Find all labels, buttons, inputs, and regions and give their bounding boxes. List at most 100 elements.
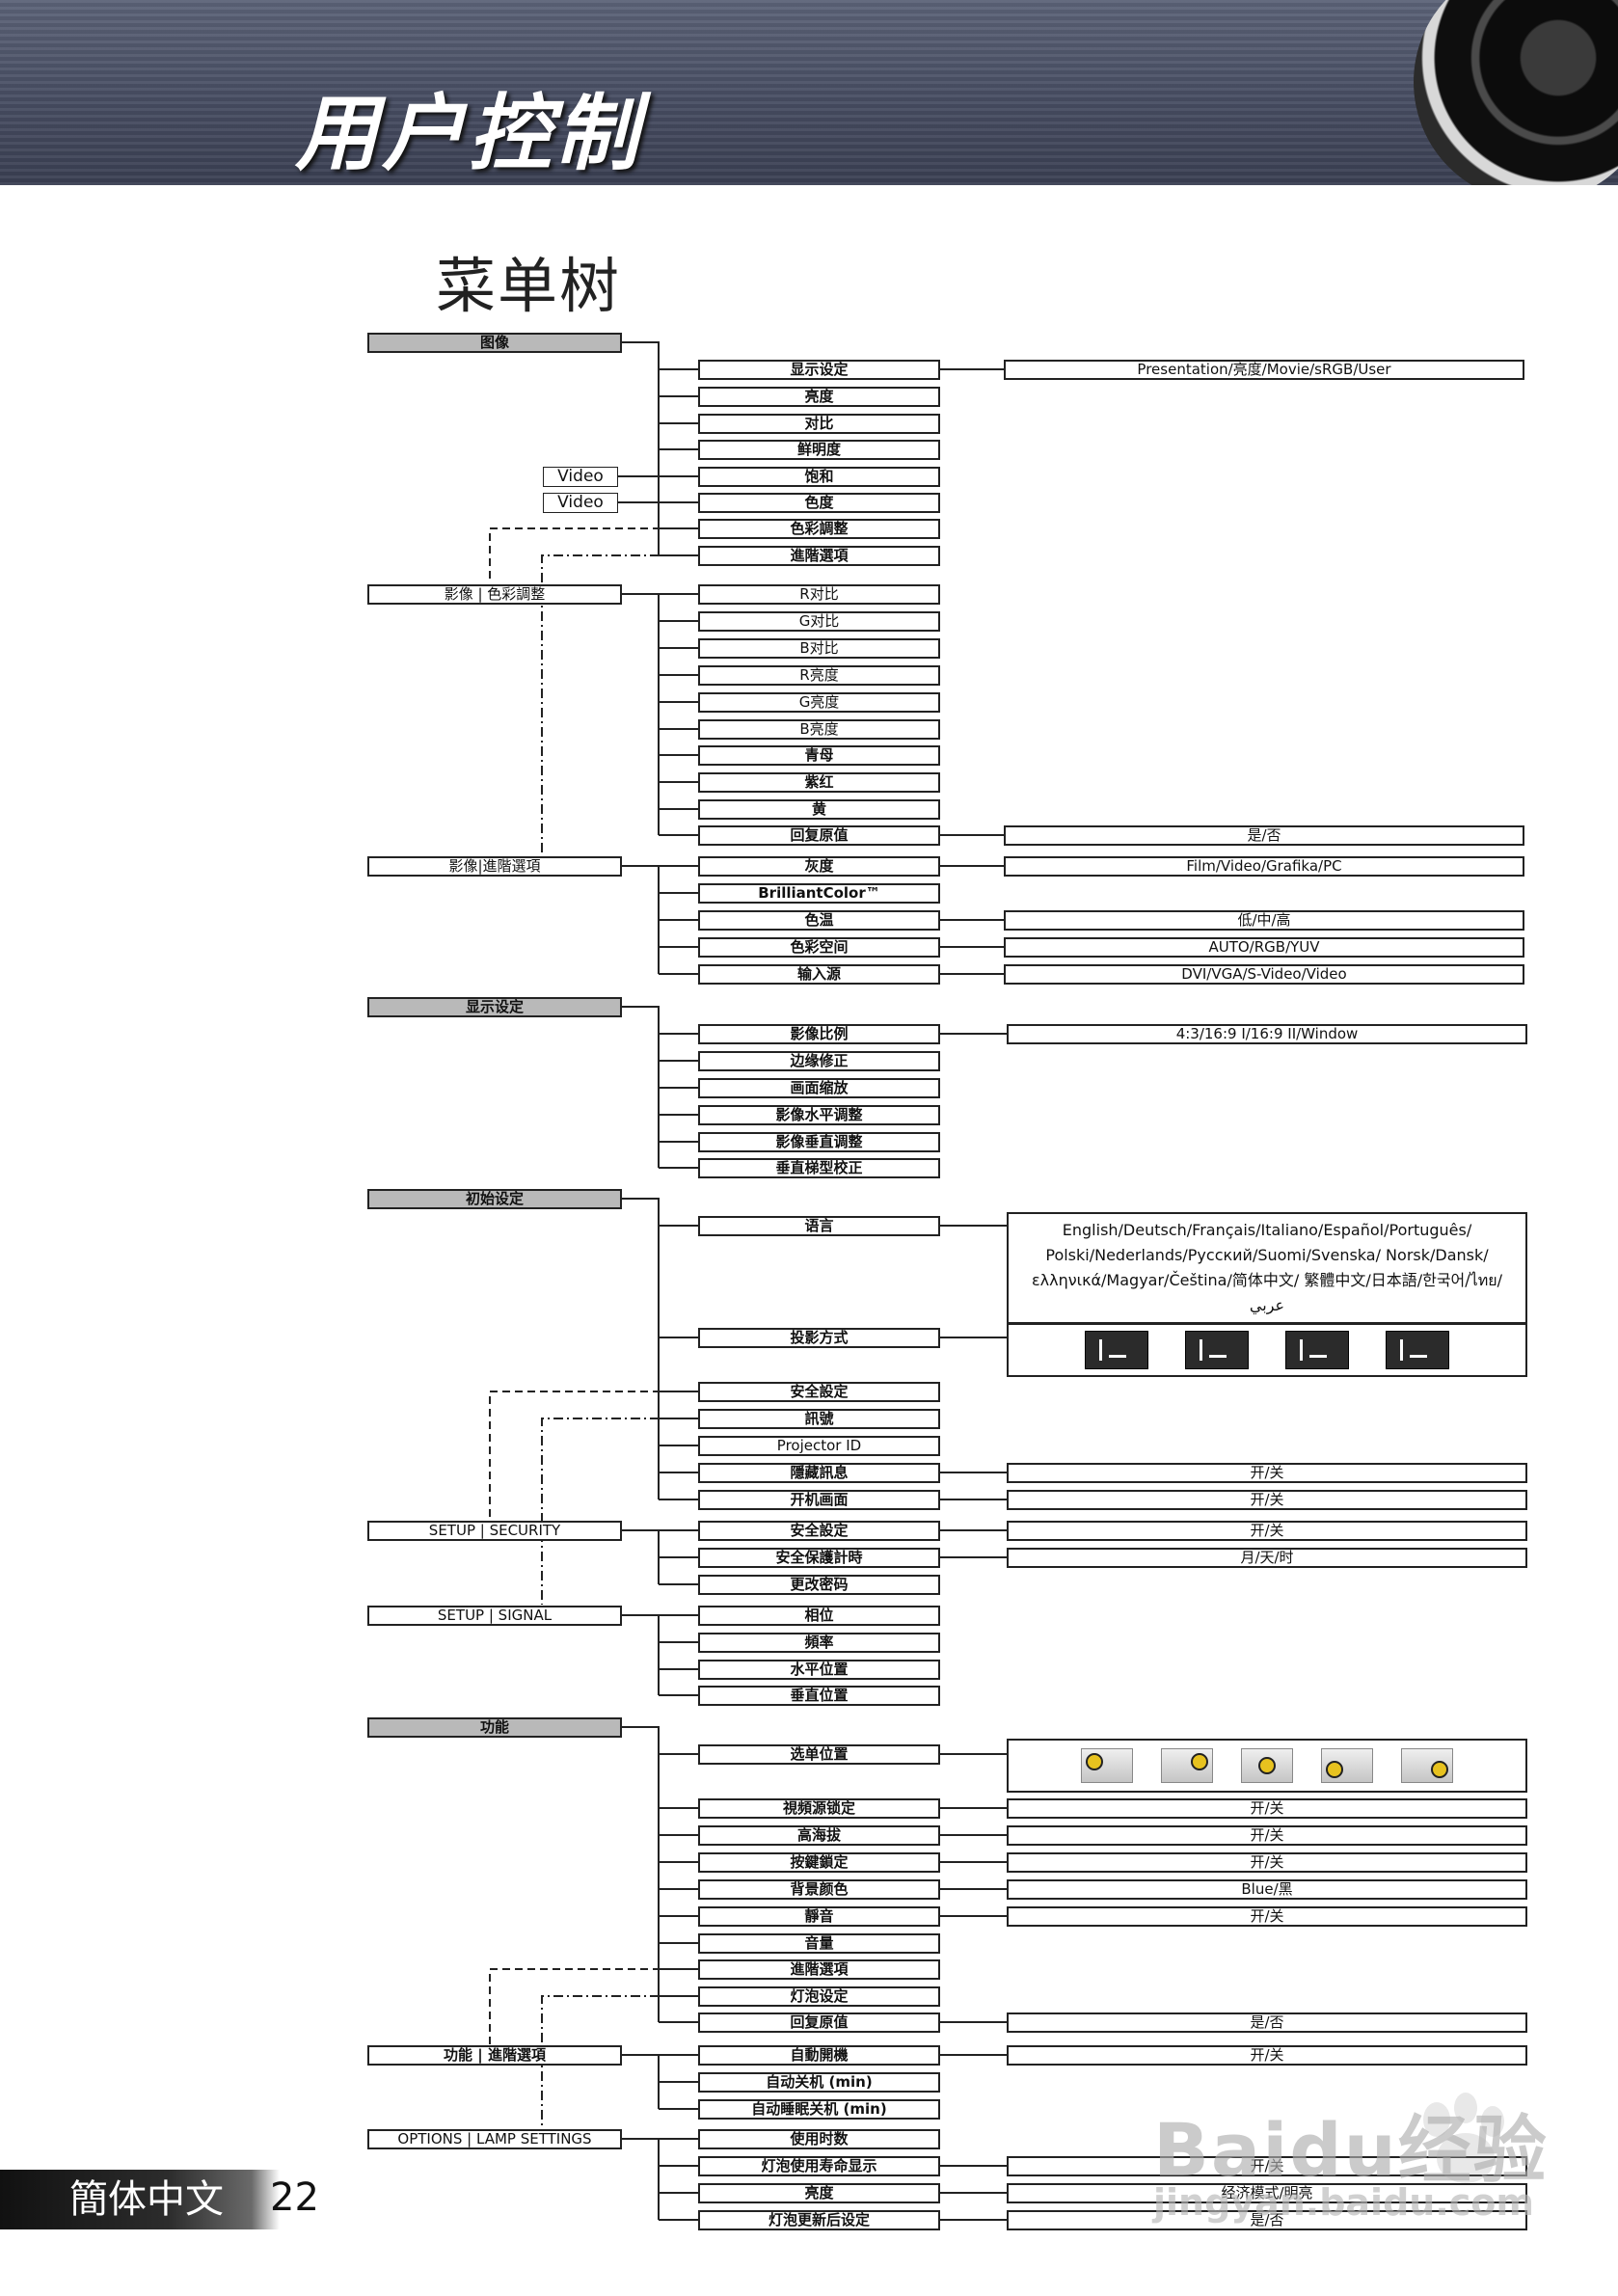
item-gamma[interactable]: 灰度 <box>698 856 940 877</box>
footer-language: 簡体中文 <box>0 2170 280 2229</box>
menu-setup-security[interactable]: SETUP | SECURITY <box>367 1521 622 1541</box>
item-security-setup[interactable]: 安全設定 <box>698 1382 940 1402</box>
item-b-contrast[interactable]: B对比 <box>698 638 940 659</box>
item-r-brightness[interactable]: R亮度 <box>698 665 940 686</box>
item-frequency[interactable]: 頻率 <box>698 1633 940 1653</box>
item-signal[interactable]: 訊號 <box>698 1409 940 1429</box>
option-hide-info: 开/关 <box>1007 1463 1527 1483</box>
page-header: 用户控制 <box>0 0 1618 185</box>
item-lamp-reset[interactable]: 灯泡更新后设定 <box>698 2210 940 2230</box>
item-phase[interactable]: 相位 <box>698 1606 940 1626</box>
option-menu-location <box>1007 1739 1527 1793</box>
item-sharpness[interactable]: 鲜明度 <box>698 440 940 460</box>
item-background-color[interactable]: 背景颜色 <box>698 1879 940 1900</box>
item-h-shift[interactable]: 影像水平调整 <box>698 1105 940 1125</box>
paw-watermark-icon <box>1423 2093 1504 2183</box>
menu-lamp-settings[interactable]: OPTIONS | LAMP SETTINGS <box>367 2129 622 2149</box>
item-aspect-ratio[interactable]: 影像比例 <box>698 1024 940 1044</box>
option-lamp-reset: 是/否 <box>1007 2210 1527 2230</box>
item-hide-info[interactable]: 隱藏訊息 <box>698 1463 940 1483</box>
item-cyan[interactable]: 青母 <box>698 745 940 766</box>
item-logo[interactable]: 开机画面 <box>698 1490 940 1510</box>
item-brilliantcolor[interactable]: BrilliantColor™ <box>698 883 940 904</box>
bottom-right-icon[interactable] <box>1401 1748 1454 1783</box>
item-edge-mask[interactable]: 边缘修正 <box>698 1051 940 1071</box>
item-menu-location[interactable]: 选单位置 <box>698 1744 940 1765</box>
item-high-altitude[interactable]: 高海拔 <box>698 1825 940 1846</box>
item-change-password[interactable]: 更改密码 <box>698 1575 940 1595</box>
video-label: Video <box>543 467 618 487</box>
item-h-position[interactable]: 水平位置 <box>698 1660 940 1680</box>
item-lamp-reminder[interactable]: 灯泡使用寿命显示 <box>698 2156 940 2176</box>
front-ceiling-icon[interactable] <box>1285 1331 1349 1369</box>
menu-setup[interactable]: 初始设定 <box>367 1189 622 1209</box>
menu-options-advanced[interactable]: 功能 | 進階選項 <box>367 2045 622 2066</box>
menu-image-advanced[interactable]: 影像|進階選項 <box>367 856 622 877</box>
projector-lens-icon <box>1414 0 1618 185</box>
item-brightness[interactable]: 亮度 <box>698 387 940 407</box>
item-lamp-settings[interactable]: 灯泡设定 <box>698 1986 940 2007</box>
item-security[interactable]: 安全設定 <box>698 1521 940 1541</box>
item-sleep-timer[interactable]: 自动睡眠关机 (min) <box>698 2099 940 2120</box>
item-projector-id[interactable]: Projector ID <box>698 1436 940 1456</box>
item-color-settings[interactable]: 色彩調整 <box>698 519 940 539</box>
option-lamp-mode: 经济模式/明亮 <box>1007 2183 1527 2203</box>
item-volume[interactable]: 音量 <box>698 1933 940 1954</box>
item-r-contrast[interactable]: R对比 <box>698 584 940 605</box>
bottom-left-icon[interactable] <box>1321 1748 1374 1783</box>
item-auto-power-off[interactable]: 自动关机 (min) <box>698 2072 940 2093</box>
item-saturation[interactable]: 饱和 <box>698 467 940 487</box>
item-advanced[interactable]: 進階選項 <box>698 546 940 566</box>
rear-ceiling-icon[interactable] <box>1386 1331 1449 1369</box>
item-keypad-lock[interactable]: 按鍵鎖定 <box>698 1852 940 1873</box>
item-keystone[interactable]: 垂直梯型校正 <box>698 1158 940 1178</box>
menu-image-color[interactable]: 影像 | 色彩調整 <box>367 584 622 605</box>
watermark-url: jingyan.baidu.com <box>1153 2181 1534 2224</box>
front-desktop-icon[interactable] <box>1085 1331 1148 1369</box>
option-logo: 开/关 <box>1007 1490 1527 1510</box>
item-color-space[interactable]: 色彩空间 <box>698 937 940 958</box>
item-yellow[interactable]: 黄 <box>698 799 940 820</box>
video-label: Video <box>543 493 618 513</box>
option-language: English/Deutsch/Français/Italiano/Españo… <box>1007 1212 1527 1324</box>
option-security-timer: 月/天/时 <box>1007 1548 1527 1568</box>
item-display-mode[interactable]: 显示设定 <box>698 360 940 380</box>
top-right-icon[interactable] <box>1160 1748 1213 1783</box>
item-color-reset[interactable]: 回复原值 <box>698 825 940 846</box>
item-b-brightness[interactable]: B亮度 <box>698 719 940 740</box>
menu-options[interactable]: 功能 <box>367 1717 622 1738</box>
item-options-reset[interactable]: 回复原值 <box>698 2012 940 2033</box>
item-security-timer[interactable]: 安全保護計時 <box>698 1548 940 1568</box>
option-color-temp: 低/中/高 <box>1004 910 1524 931</box>
option-high-altitude: 开/关 <box>1007 1825 1527 1846</box>
item-projection[interactable]: 投影方式 <box>698 1328 940 1348</box>
item-v-position[interactable]: 垂直位置 <box>698 1686 940 1706</box>
top-left-icon[interactable] <box>1080 1748 1133 1783</box>
item-language[interactable]: 语言 <box>698 1216 940 1236</box>
item-v-shift[interactable]: 影像垂直调整 <box>698 1132 940 1152</box>
item-zoom[interactable]: 画面缩放 <box>698 1078 940 1098</box>
item-options-advanced[interactable]: 進階選項 <box>698 1959 940 1980</box>
item-color-temp[interactable]: 色温 <box>698 910 940 931</box>
option-aspect-ratio: 4:3/16:9 I/16:9 II/Window <box>1007 1024 1527 1044</box>
item-mute[interactable]: 靜音 <box>698 1906 940 1927</box>
item-lamp-brightness[interactable]: 亮度 <box>698 2183 940 2203</box>
menu-image[interactable]: 图像 <box>367 333 622 353</box>
item-input-source[interactable]: 输入源 <box>698 964 940 985</box>
item-magenta[interactable]: 紫红 <box>698 772 940 793</box>
item-g-brightness[interactable]: G亮度 <box>698 692 940 713</box>
option-auto-power-on: 开/关 <box>1007 2045 1527 2066</box>
item-contrast[interactable]: 对比 <box>698 414 940 434</box>
item-tint[interactable]: 色度 <box>698 493 940 513</box>
item-g-contrast[interactable]: G对比 <box>698 611 940 632</box>
option-input-source: DVI/VGA/S-Video/Video <box>1004 964 1524 985</box>
item-auto-power-on[interactable]: 自動開機 <box>698 2045 940 2066</box>
option-projection <box>1007 1323 1527 1377</box>
item-source-lock[interactable]: 視頻源锁定 <box>698 1798 940 1819</box>
option-lamp-reminder: 开/关 <box>1007 2156 1527 2176</box>
center-icon[interactable] <box>1240 1748 1293 1783</box>
menu-setup-signal[interactable]: SETUP | SIGNAL <box>367 1606 622 1626</box>
item-lamp-hours[interactable]: 使用时数 <box>698 2129 940 2149</box>
menu-display[interactable]: 显示设定 <box>367 997 622 1017</box>
rear-desktop-icon[interactable] <box>1185 1331 1249 1369</box>
